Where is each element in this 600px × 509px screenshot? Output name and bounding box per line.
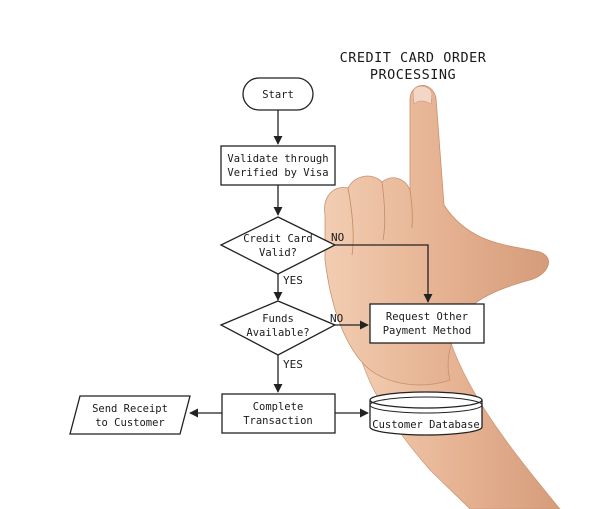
edge-card-valid-no (335, 244, 433, 303)
hand-illustration (324, 85, 561, 509)
node-card-valid-line2: Valid? (259, 247, 297, 259)
node-request-other: Request Other Payment Method (369, 303, 485, 344)
node-validate-line2: Verified by Visa (227, 167, 328, 179)
node-database-label: Customer Database (372, 419, 479, 431)
diagram-title-line2: PROCESSING (370, 67, 456, 83)
node-card-valid: Credit Card Valid? (219, 216, 337, 275)
diagram-title-line1: CREDIT CARD ORDER (340, 50, 487, 66)
connectors (189, 110, 433, 418)
node-start: Start (242, 77, 314, 111)
edge-label-card-valid-no: NO (331, 231, 344, 244)
edge-label-funds-yes: YES (283, 358, 303, 371)
node-complete-line2: Transaction (243, 415, 313, 427)
node-card-valid-line1: Credit Card (243, 233, 313, 245)
node-complete: Complete Transaction (221, 393, 336, 434)
edge-label-funds-no: NO (330, 312, 343, 325)
node-start-label: Start (262, 89, 294, 101)
node-funds-line2: Available? (246, 327, 309, 339)
node-send-receipt: Send Receipt to Customer (69, 395, 191, 435)
node-validate-line1: Validate through (227, 153, 328, 165)
node-funds: Funds Available? (219, 300, 337, 356)
node-send-receipt-line1: Send Receipt (92, 403, 168, 415)
node-request-other-line1: Request Other (386, 311, 468, 323)
node-send-receipt-line2: to Customer (95, 417, 165, 429)
node-complete-line1: Complete (253, 401, 304, 413)
node-request-other-line2: Payment Method (383, 325, 472, 337)
node-funds-line1: Funds (262, 313, 294, 325)
edge-label-card-valid-yes: YES (283, 274, 303, 287)
node-validate: Validate through Verified by Visa (220, 145, 336, 186)
node-database: Customer Database (369, 391, 483, 436)
